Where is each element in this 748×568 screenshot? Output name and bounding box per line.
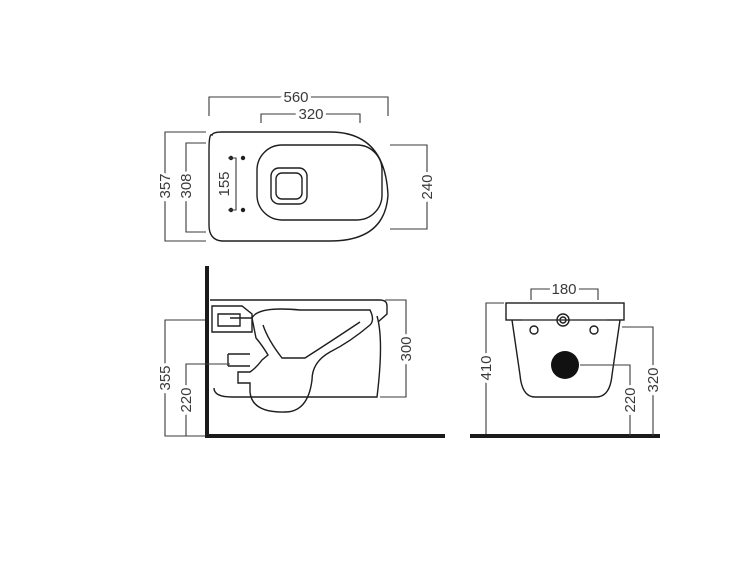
dim-355: 355 xyxy=(157,365,174,390)
top-view-seat-opening xyxy=(256,144,383,221)
dim-180: 180 xyxy=(551,281,576,298)
side-view-inlet xyxy=(211,305,253,333)
dim-308: 308 xyxy=(178,173,195,198)
dim-line-220-back xyxy=(580,364,631,436)
back-view-inlet-inner xyxy=(559,316,567,324)
back-view-inlet xyxy=(556,313,570,327)
back-view-body xyxy=(511,319,621,398)
dim-line-320 xyxy=(260,113,361,123)
back-view-bolt-left xyxy=(529,325,539,335)
side-view-bowl-profile xyxy=(237,308,374,413)
dim-560: 560 xyxy=(283,89,308,106)
dim-line-155 xyxy=(228,157,237,211)
dim-line-357 xyxy=(164,131,206,242)
dim-line-410 xyxy=(485,302,504,434)
back-view-bolt-right xyxy=(589,325,599,335)
dim-155: 155 xyxy=(216,171,233,196)
top-view: 560 320 357 308 155 240 xyxy=(154,86,439,242)
dim-line-355 xyxy=(164,319,205,437)
side-view-trapway xyxy=(262,321,361,359)
side-view-outlet xyxy=(227,353,250,367)
dim-line-240 xyxy=(390,144,428,230)
dim-320-back: 320 xyxy=(645,367,662,392)
dim-320: 320 xyxy=(298,106,323,123)
dim-240: 240 xyxy=(419,174,436,199)
top-view-inner-opening-2 xyxy=(275,172,303,200)
top-view-bowl-outline xyxy=(208,131,389,242)
back-view-outlet xyxy=(551,351,579,379)
side-view-rim xyxy=(210,299,388,323)
dim-line-320-back xyxy=(622,326,654,436)
dim-line-300 xyxy=(380,299,407,398)
dim-357: 357 xyxy=(157,173,174,198)
dim-line-560 xyxy=(208,96,389,116)
dim-220-side: 220 xyxy=(178,387,195,412)
side-view: 355 220 300 xyxy=(154,266,445,438)
side-view-body xyxy=(213,315,382,398)
side-view-wall xyxy=(205,266,445,438)
dim-300: 300 xyxy=(398,336,415,361)
fixing-hole-bottom-right xyxy=(240,207,246,213)
fixing-hole-top-right xyxy=(240,155,246,161)
dim-line-308 xyxy=(185,142,206,233)
back-view: 180 410 220 320 xyxy=(470,278,665,438)
dim-line-180 xyxy=(530,288,599,300)
dim-line-220-side xyxy=(185,363,230,437)
dim-410: 410 xyxy=(478,355,495,380)
dim-220-back: 220 xyxy=(622,387,639,412)
top-view-inner-opening xyxy=(270,167,308,205)
